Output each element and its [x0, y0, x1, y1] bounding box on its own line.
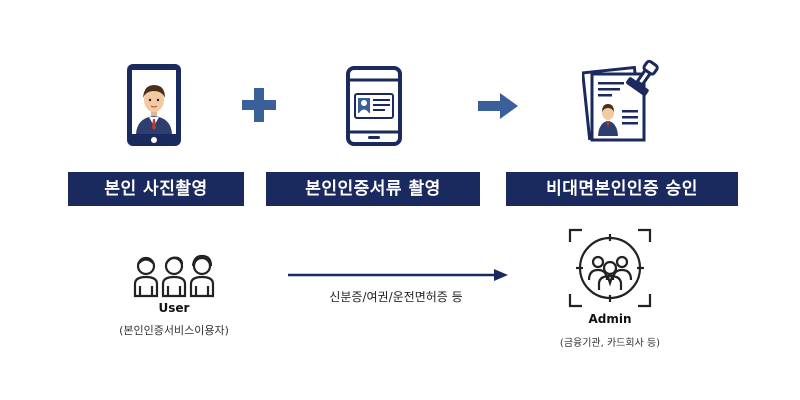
admin-target-group-icon [568, 228, 652, 308]
user-group-icon [132, 252, 216, 298]
approval-document-icon [582, 58, 662, 142]
phone-id-card-icon [346, 66, 402, 146]
flow-label: 신분증/여권/운전면허증 등 [329, 290, 463, 304]
flow-arrow-icon [288, 268, 508, 282]
step-label-approval: 비대면본인인증 승인 [506, 172, 738, 206]
plus-icon [242, 88, 276, 122]
user-title: User [158, 301, 190, 315]
step-label-photo: 본인 사진촬영 [68, 172, 244, 206]
phone-selfie-icon [125, 62, 183, 148]
admin-title: Admin [588, 312, 632, 326]
admin-subtitle: (금융기관, 카드회사 등) [559, 338, 661, 349]
arrow-right-icon [478, 93, 518, 119]
step-label-document: 본인인증서류 촬영 [266, 172, 480, 206]
user-subtitle: (본인인증서비스이용자) [119, 324, 229, 337]
